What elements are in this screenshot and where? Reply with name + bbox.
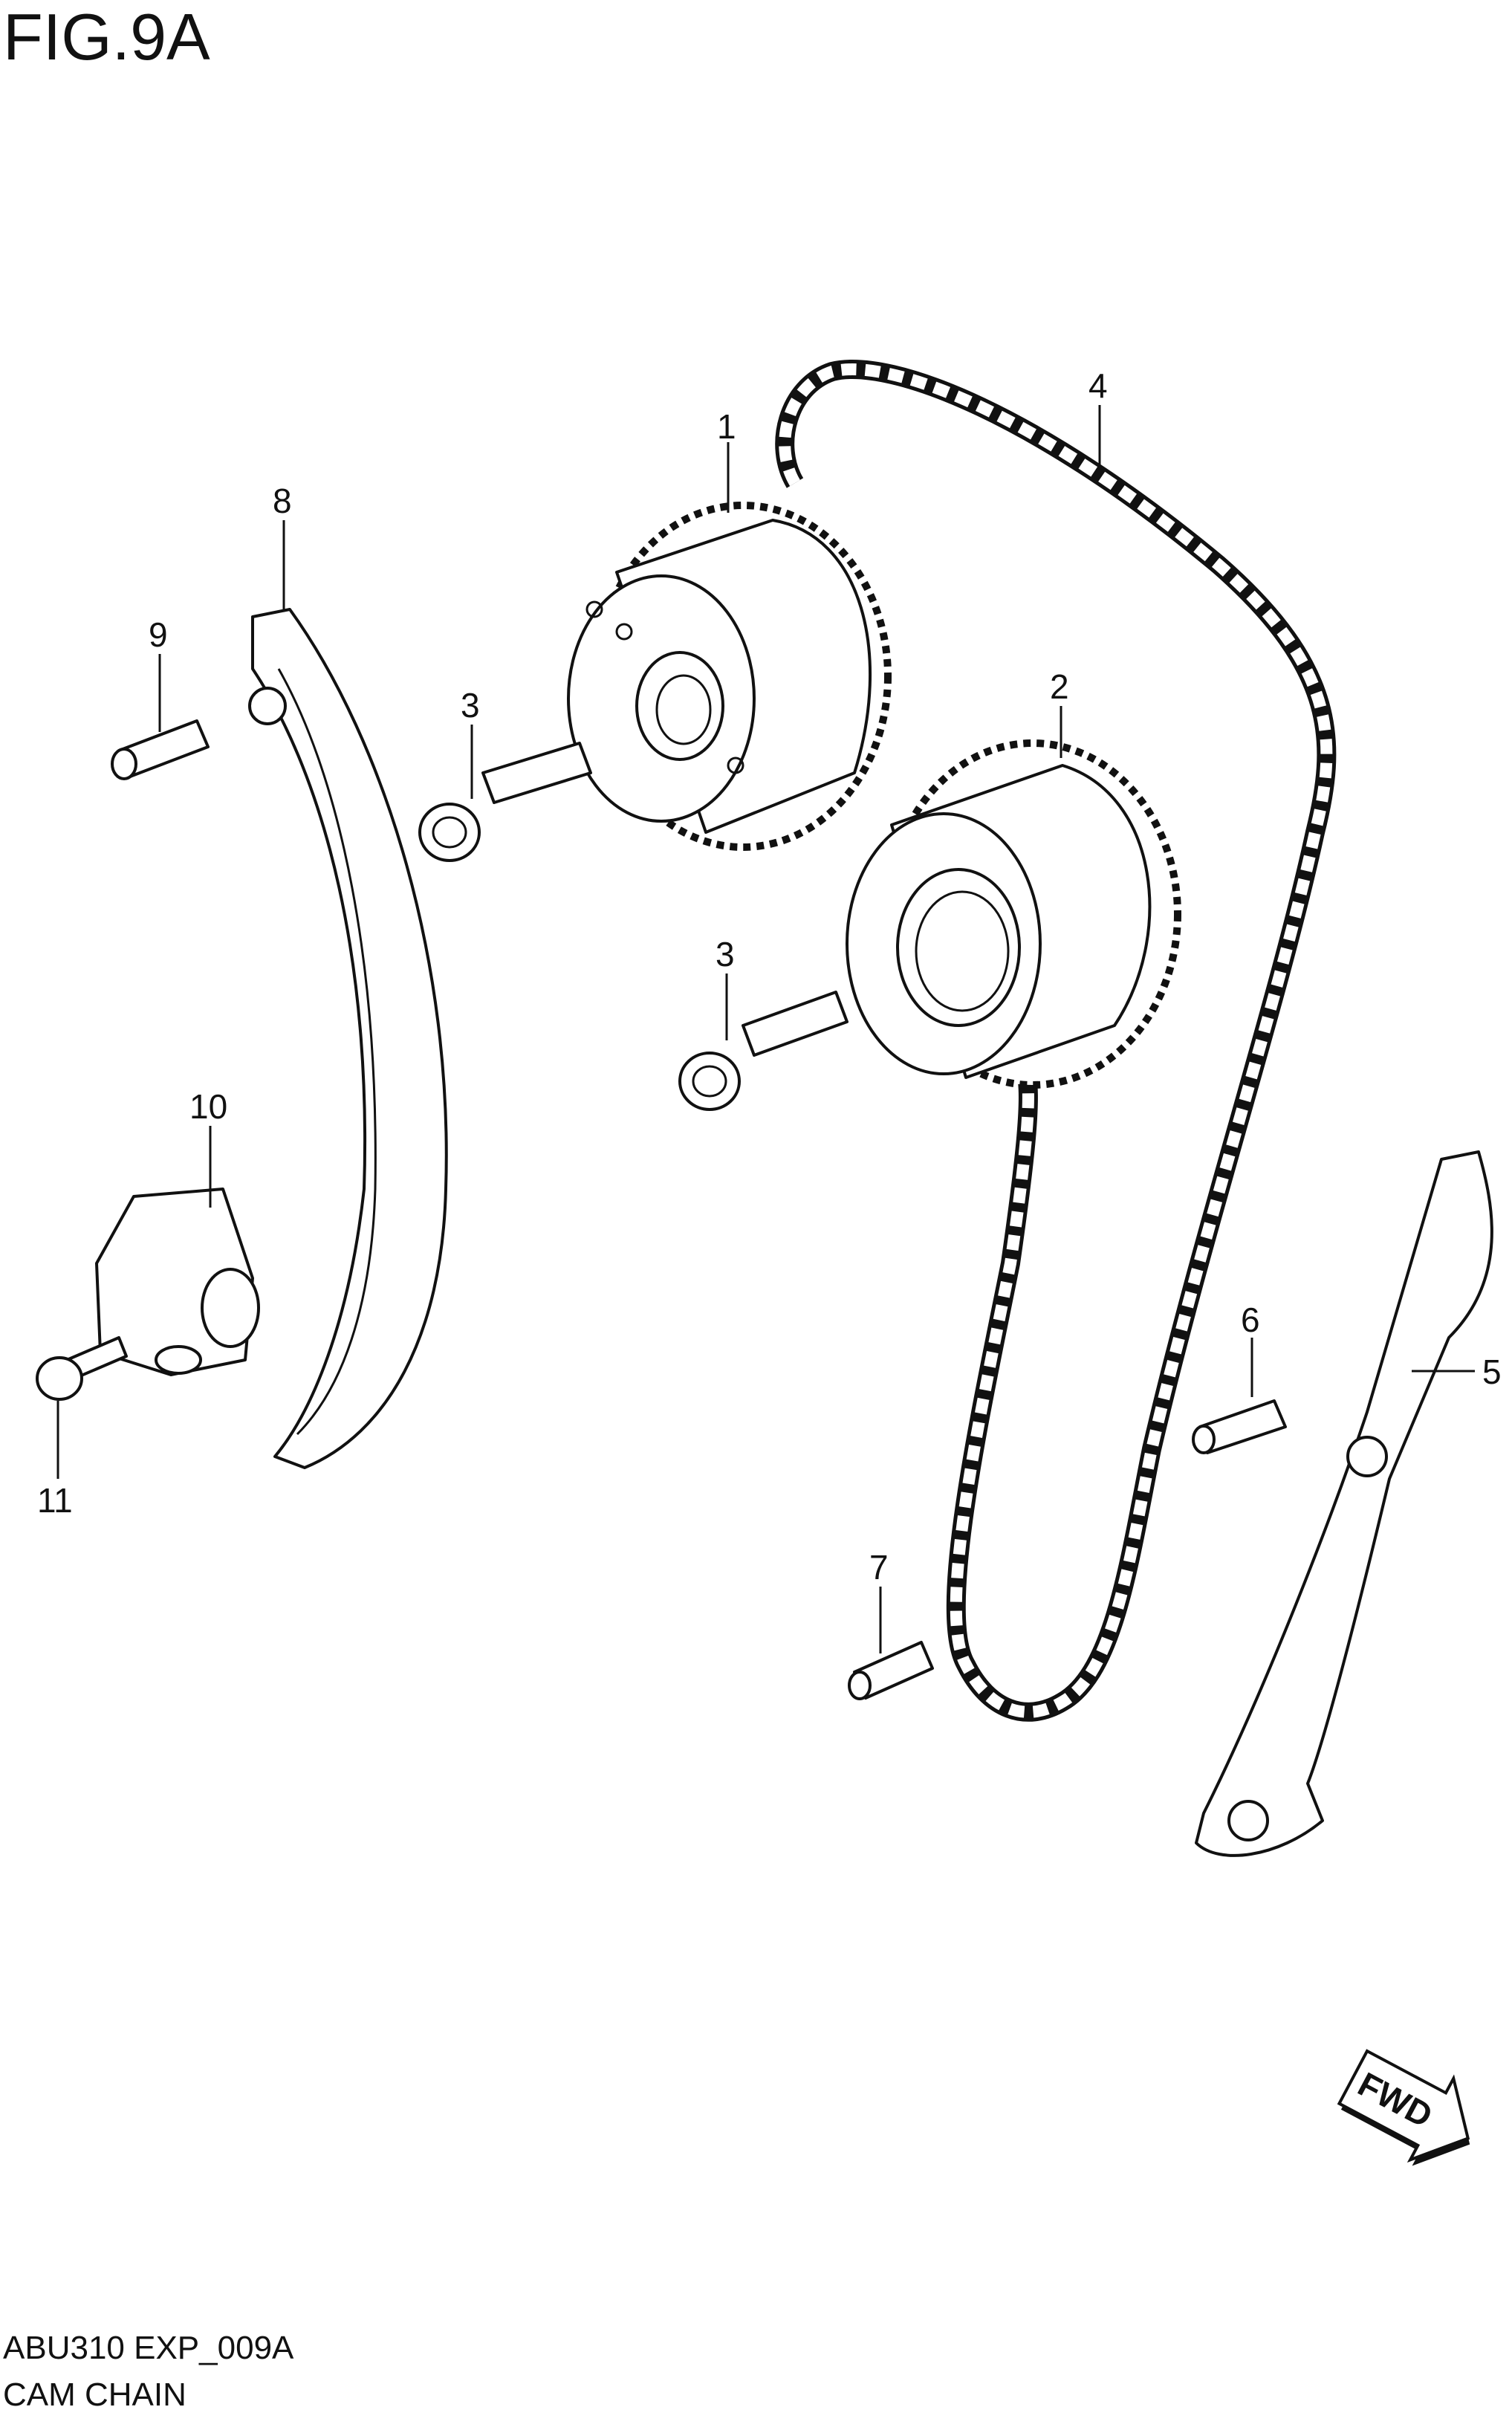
figure-code: ABU310 EXP_009A — [3, 2330, 294, 2366]
chain-tensioner-arm-8 — [248, 608, 448, 1469]
callout-8: 8 — [273, 482, 292, 520]
figure-title: FIG.9A — [3, 0, 210, 74]
callout-11: 11 — [37, 1481, 73, 1520]
callout-9: 9 — [149, 615, 168, 654]
callout-10: 10 — [189, 1087, 227, 1126]
pin-9 — [111, 719, 210, 780]
pin-7 — [848, 1641, 934, 1700]
sprocket-bolt-upper — [418, 742, 592, 862]
camshaft-sprocket-1 — [567, 502, 892, 851]
leader-lines — [56, 405, 1475, 1653]
callout-7: 7 — [869, 1548, 889, 1587]
forward-direction-arrow: FWD — [1337, 2049, 1470, 2166]
callout-5: 5 — [1482, 1352, 1502, 1391]
figure-name: CAM CHAIN — [3, 2377, 186, 2413]
callout-3-lower: 3 — [716, 935, 735, 973]
callout-6: 6 — [1241, 1300, 1260, 1339]
chain-tensioner-10 — [95, 1188, 260, 1376]
chain-guide-5 — [1195, 1150, 1493, 1857]
callout-1: 1 — [717, 407, 736, 446]
callout-3-upper: 3 — [461, 686, 480, 725]
callout-2: 2 — [1050, 667, 1069, 706]
sprocket-bolt-lower — [678, 991, 849, 1111]
callout-4: 4 — [1088, 366, 1108, 405]
camshaft-sprocket-2 — [846, 739, 1181, 1089]
tensioner-bolt-11 — [36, 1336, 128, 1401]
pin-6 — [1192, 1399, 1287, 1454]
cam-chain — [775, 360, 1337, 1722]
